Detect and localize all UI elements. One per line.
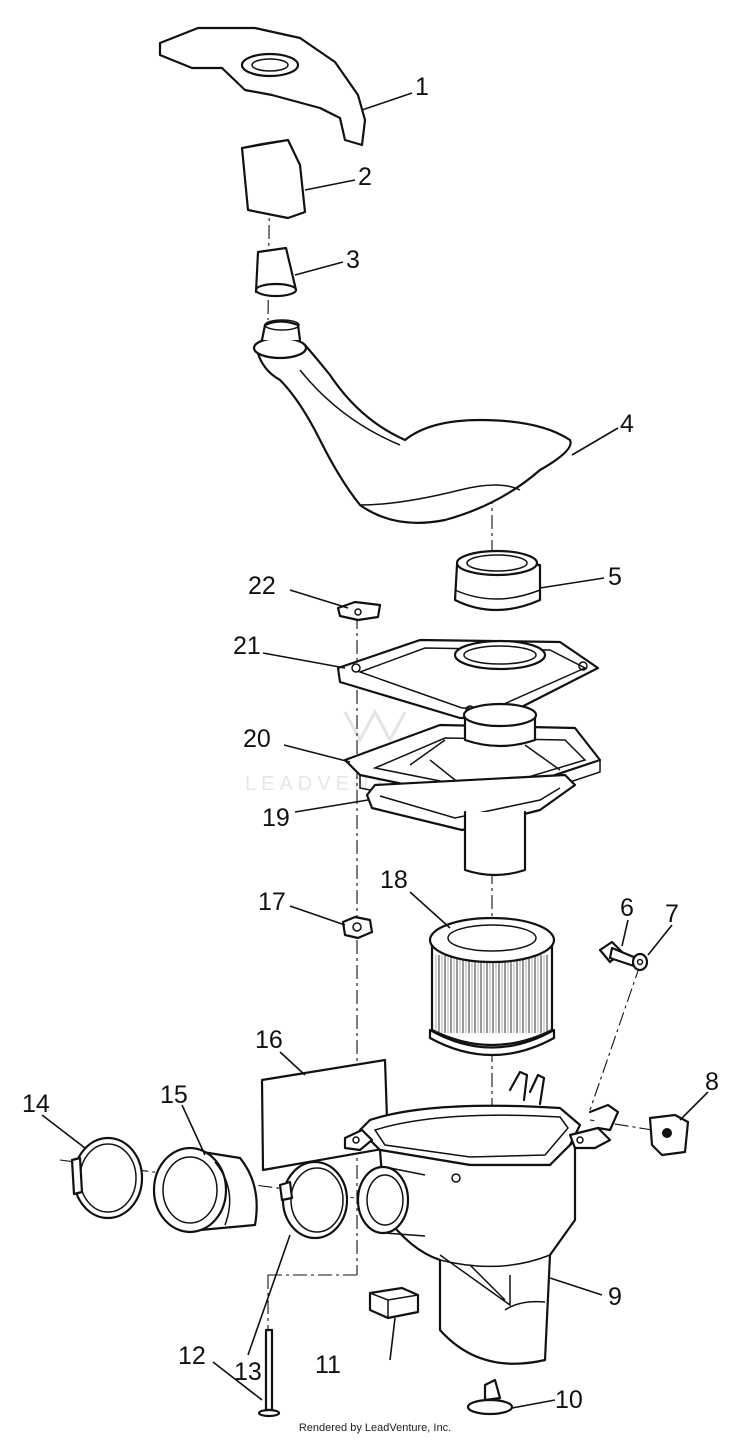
part-4-intake-duct — [252, 319, 572, 524]
callout-9: 9 — [608, 1283, 622, 1311]
callout-19: 19 — [262, 804, 290, 832]
part-6-bolt — [598, 940, 638, 968]
callout-7: 7 — [665, 900, 679, 928]
callout-16: 16 — [255, 1026, 283, 1054]
footer-credit: Rendered by LeadVenture, Inc. — [298, 1422, 452, 1434]
callout-22: 22 — [248, 572, 276, 600]
callout-17: 17 — [258, 888, 286, 916]
callout-11: 11 — [315, 1351, 341, 1379]
part-14-clamp — [70, 1136, 144, 1220]
part-9-air-box — [343, 1070, 620, 1365]
part-3-plug — [254, 246, 298, 298]
callout-5: 5 — [608, 563, 622, 591]
callout-12: 12 — [178, 1342, 206, 1370]
part-9-inlet-tube — [356, 1165, 426, 1237]
part-1-air-box-cover — [158, 26, 367, 147]
callout-13: 13 — [234, 1358, 262, 1386]
callout-15: 15 — [160, 1081, 188, 1109]
part-18-filter-element — [428, 916, 556, 1057]
callout-labels: 1 2 3 4 5 6 7 8 9 10 11 12 13 14 15 16 1… — [22, 73, 719, 1414]
callout-6: 6 — [620, 894, 634, 922]
part-5-coupler — [453, 549, 542, 612]
callout-4: 4 — [620, 410, 634, 438]
part-15-boot — [152, 1146, 258, 1234]
part-7-washer — [631, 952, 649, 972]
callout-10: 10 — [555, 1386, 583, 1414]
callout-1: 1 — [415, 73, 429, 101]
part-21-top-plate — [336, 638, 600, 720]
callout-8: 8 — [705, 1068, 719, 1096]
part-22-clip — [336, 600, 382, 622]
part-12-bolt — [257, 1328, 281, 1418]
part-10-drain-valve — [466, 1378, 514, 1416]
leader-lines — [41, 92, 709, 1409]
part-17-nut — [341, 915, 374, 940]
callout-18: 18 — [380, 866, 408, 894]
part-11-foam-block — [368, 1286, 420, 1320]
part-2-cap — [240, 138, 307, 220]
part-19-gasket — [365, 773, 577, 877]
part-8-clip-nut — [648, 1113, 690, 1157]
callout-21: 21 — [233, 632, 261, 660]
callout-3: 3 — [346, 246, 360, 274]
callout-14: 14 — [22, 1090, 50, 1118]
part-16-decal — [260, 1058, 390, 1172]
part-13-clamp — [278, 1160, 349, 1240]
callout-20: 20 — [243, 725, 271, 753]
callout-2: 2 — [358, 163, 372, 191]
